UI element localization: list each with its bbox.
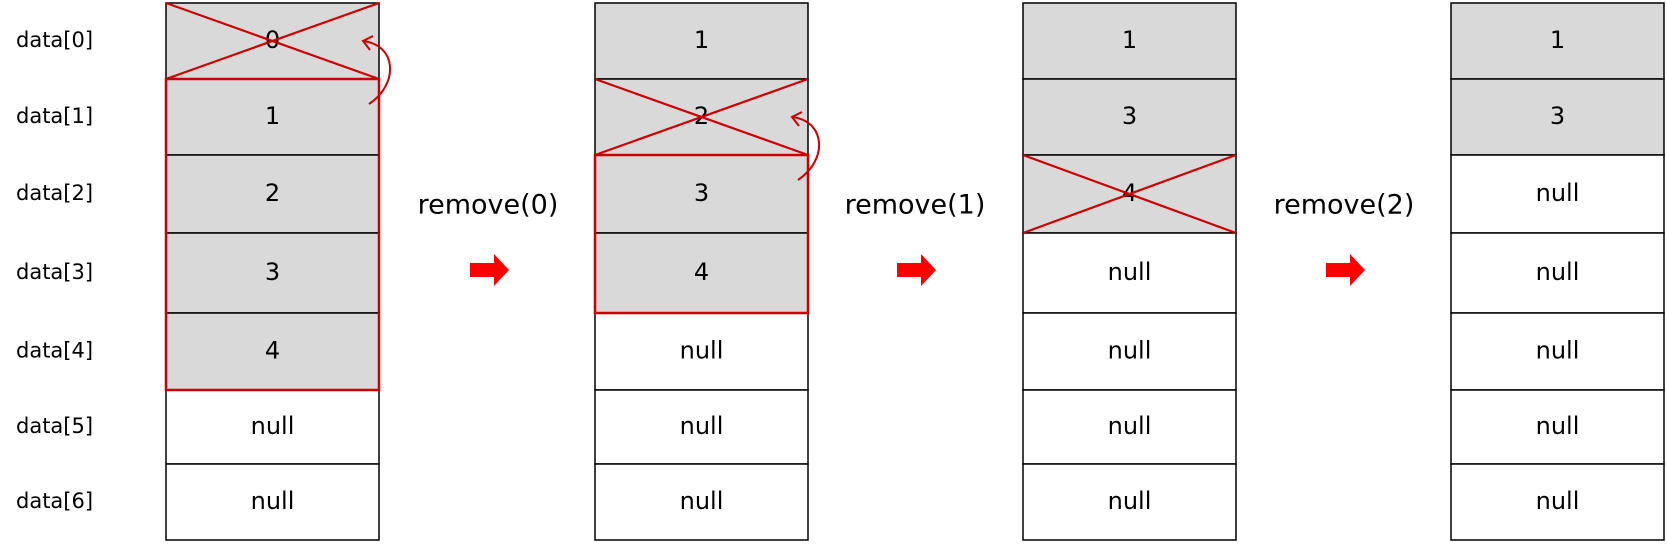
cell-value: 3 — [1550, 102, 1565, 130]
array-cell — [1450, 232, 1665, 314]
operation-label: remove(1) — [845, 190, 986, 221]
cell-value: 3 — [1122, 102, 1137, 130]
array-cell — [594, 154, 809, 234]
cell-value: null — [1536, 337, 1580, 365]
cell-value: null — [1536, 258, 1580, 286]
array-cell — [165, 463, 380, 541]
row-label: data[5] — [16, 414, 93, 438]
cell-value: null — [680, 487, 724, 515]
array-cell — [1450, 2, 1665, 80]
row-label: data[1] — [16, 104, 93, 128]
array-cell — [165, 312, 380, 391]
row-label: data[3] — [16, 260, 93, 284]
row-label: data[4] — [16, 339, 93, 363]
cell-value: 3 — [265, 258, 280, 286]
step-arrow-icon — [897, 254, 936, 286]
cell-value: 2 — [265, 179, 280, 207]
cell-value: null — [251, 412, 295, 440]
cell-value: 1 — [1550, 26, 1565, 54]
shift-arrow-curve — [791, 116, 821, 181]
cell-value: null — [1108, 258, 1152, 286]
cell-value: null — [1536, 412, 1580, 440]
operation-label: remove(0) — [418, 190, 559, 221]
cell-value: null — [1536, 179, 1580, 207]
cell-value: null — [1536, 487, 1580, 515]
array-cell — [594, 232, 809, 314]
row-label: data[2] — [16, 181, 93, 205]
array-cell — [1022, 312, 1237, 391]
cell-value: null — [680, 337, 724, 365]
shift-arrow-curve — [362, 40, 392, 105]
array-cell — [1450, 389, 1665, 465]
array-cell — [1022, 232, 1237, 314]
shift-arrow-head — [361, 35, 374, 51]
array-cell — [1022, 78, 1237, 156]
array-cell — [1022, 463, 1237, 541]
cell-value: 1 — [265, 102, 280, 130]
removed-cross-line — [165, 1, 380, 81]
array-cell — [1022, 389, 1237, 465]
cell-value: null — [251, 487, 295, 515]
shift-range-outline — [164, 77, 381, 392]
array-cell — [594, 2, 809, 80]
array-cell — [165, 389, 380, 465]
shift-range-outline — [593, 153, 810, 315]
operation-label: remove(2) — [1274, 190, 1415, 221]
cell-value: 3 — [694, 179, 709, 207]
shift-arrow-head — [790, 111, 803, 127]
array-cell — [594, 389, 809, 465]
array-cell — [1450, 154, 1665, 234]
array-cell — [594, 463, 809, 541]
cell-value: null — [680, 412, 724, 440]
removed-cross-line — [1022, 153, 1237, 235]
cell-value: null — [1108, 412, 1152, 440]
array-cell — [1022, 2, 1237, 80]
array-cell — [1450, 78, 1665, 156]
cell-value: 1 — [694, 26, 709, 54]
cell-value: 4 — [265, 337, 280, 365]
cell-value: 1 — [1122, 26, 1137, 54]
row-label: data[0] — [16, 28, 93, 52]
row-label: data[6] — [16, 489, 93, 513]
removed-cross-line — [594, 77, 809, 157]
array-cell — [1450, 463, 1665, 541]
cell-value: null — [1108, 337, 1152, 365]
cell-value: null — [1108, 487, 1152, 515]
cell-value: 4 — [694, 258, 709, 286]
step-arrow-icon — [1326, 254, 1365, 286]
array-cell — [1450, 312, 1665, 391]
step-arrow-icon — [470, 254, 509, 286]
